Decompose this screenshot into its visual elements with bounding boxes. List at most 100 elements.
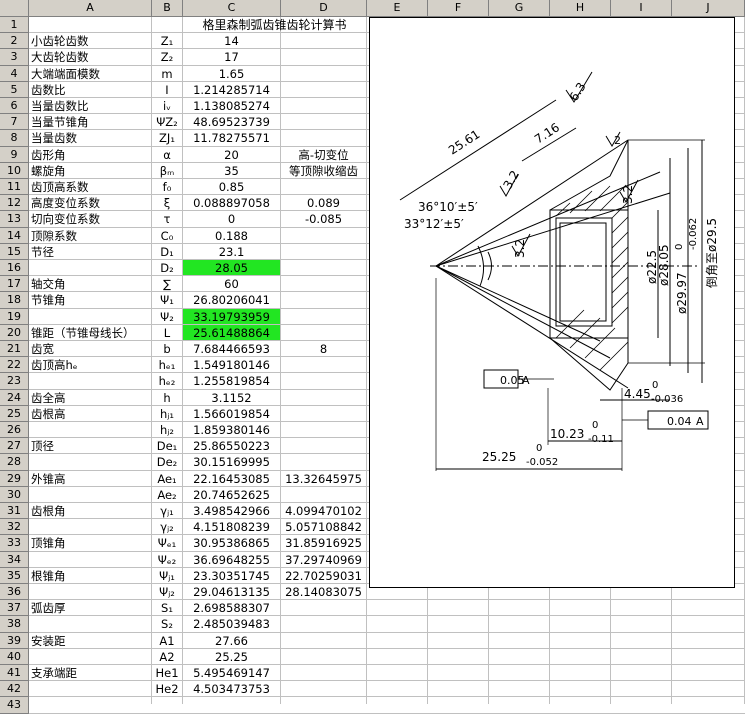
column-header-h[interactable]: H (550, 0, 611, 17)
cell-c[interactable]: 48.69523739 (193, 115, 270, 130)
cell-a[interactable]: 大端端面模数 (31, 66, 100, 81)
cell-c[interactable]: 25.61488864 (193, 325, 270, 340)
cell-c[interactable]: 26.80206041 (193, 293, 270, 308)
cell-c[interactable]: 1.65 (218, 66, 245, 81)
cell-d[interactable] (281, 390, 366, 406)
cell-d[interactable]: 等顶隙收缩齿 (289, 163, 358, 178)
cell-b[interactable]: Ψⱼ₂ (159, 585, 175, 599)
cell-c[interactable]: 28.05 (215, 261, 248, 275)
cell-a[interactable]: 当量齿数比 (31, 99, 89, 113)
row-header[interactable]: 30 (0, 486, 29, 503)
cell-d[interactable] (281, 454, 366, 470)
cell-c[interactable]: 35 (224, 163, 239, 178)
cell-c[interactable]: 0.088897058 (193, 196, 270, 211)
cell-b[interactable]: hₑ₁ (158, 358, 176, 373)
row-header[interactable]: 1 (0, 17, 29, 34)
cell-c[interactable]: 25.25 (215, 649, 248, 664)
cell-c[interactable] (183, 697, 280, 713)
row-header[interactable]: 17 (0, 276, 29, 293)
column-header-b[interactable]: B (152, 0, 183, 17)
cell-c[interactable]: 11.78275571 (193, 131, 270, 146)
cell-b[interactable] (152, 17, 182, 33)
cell-c[interactable]: 20.74652625 (193, 487, 270, 502)
row-header[interactable]: 3 (0, 49, 29, 66)
cell-b[interactable]: f₀ (162, 180, 172, 194)
cell-d[interactable] (281, 325, 366, 341)
cell-a[interactable]: 齿数比 (31, 82, 66, 97)
row-header[interactable]: 7 (0, 114, 29, 131)
cell-a[interactable]: 螺旋角 (31, 163, 66, 178)
row-header[interactable]: 11 (0, 179, 29, 196)
cell-b[interactable]: γⱼ₂ (160, 520, 174, 535)
cell-c[interactable]: 0.188 (215, 228, 248, 243)
cell-c[interactable]: 2.698588307 (193, 601, 270, 616)
cell-b[interactable]: Ψ₁ (160, 293, 174, 308)
select-all-corner[interactable] (0, 0, 29, 17)
cell-c[interactable]: 1.566019854 (193, 406, 270, 421)
row-header[interactable]: 16 (0, 260, 29, 277)
cell-c[interactable]: 1.214285714 (193, 82, 270, 97)
cell-d[interactable]: 8 (319, 342, 328, 356)
cell-b[interactable]: D₁ (160, 244, 174, 259)
cell-c[interactable]: 33.19793959 (193, 309, 270, 324)
cell-b[interactable]: C₀ (160, 228, 174, 243)
cell-a[interactable]: 齿全高 (31, 390, 66, 405)
cell-c[interactable]: 27.66 (215, 633, 248, 648)
cell-a[interactable]: 当量齿数 (31, 131, 77, 146)
cell-d[interactable] (281, 49, 366, 65)
cell-c[interactable]: 1.138085274 (193, 99, 270, 113)
cell-a[interactable]: 高度变位系数 (31, 196, 100, 211)
cell-d[interactable] (281, 82, 366, 98)
cell-a[interactable]: 锥距（节锥母线长） (31, 325, 135, 340)
row-header[interactable]: 37 (0, 600, 29, 617)
column-header-f[interactable]: F (428, 0, 489, 17)
cell-b[interactable]: Ψ₂ (160, 309, 174, 324)
cell-b[interactable]: iᵥ (163, 99, 171, 113)
cell-d[interactable] (281, 260, 366, 276)
cell-d[interactable] (281, 649, 366, 665)
cell-a[interactable]: 齿顶高hₑ (31, 358, 78, 373)
row-header[interactable]: 41 (0, 665, 29, 682)
row-header[interactable]: 32 (0, 519, 29, 536)
row-header[interactable]: 8 (0, 130, 29, 147)
column-header-e[interactable]: E (367, 0, 428, 17)
cell-d[interactable] (281, 373, 366, 389)
cell-d[interactable]: 37.29740969 (285, 552, 362, 567)
cell-a[interactable]: 当量节锥角 (31, 115, 89, 130)
row-header[interactable]: 12 (0, 195, 29, 212)
cell-d[interactable] (281, 681, 366, 697)
cell-c[interactable]: 7.684466593 (193, 342, 270, 356)
cell-b[interactable]: ΨZ₂ (156, 115, 178, 130)
cell-c[interactable]: 30.15169995 (193, 455, 270, 470)
cell-b[interactable]: hₑ₂ (158, 374, 176, 389)
row-header[interactable]: 28 (0, 454, 29, 471)
row-header[interactable]: 6 (0, 98, 29, 115)
cell-a[interactable]: 顶锥角 (31, 536, 66, 551)
cell-b[interactable]: De₁ (156, 439, 178, 454)
cell-b[interactable]: S₂ (161, 617, 173, 632)
column-header-i[interactable]: I (611, 0, 672, 17)
cell-a[interactable]: 安装距 (31, 633, 66, 648)
cell-d[interactable] (281, 66, 366, 82)
cell-b[interactable]: De₂ (156, 455, 178, 470)
cell-a[interactable]: 外锥高 (31, 471, 66, 486)
cell-d[interactable] (281, 130, 366, 146)
cell-d[interactable]: -0.085 (304, 212, 343, 227)
row-header[interactable]: 42 (0, 681, 29, 698)
cell-b[interactable]: I (165, 82, 169, 97)
cell-d[interactable] (281, 98, 366, 114)
cell-a[interactable]: 小齿轮齿数 (31, 34, 89, 49)
cell-d[interactable] (281, 616, 366, 632)
cell-c[interactable]: 1.859380146 (193, 423, 270, 437)
row-header[interactable]: 21 (0, 341, 29, 358)
cell-b[interactable]: A2 (159, 649, 175, 664)
cell-c[interactable]: 4.503473753 (193, 682, 270, 697)
cell-b[interactable]: Z₂ (160, 50, 174, 65)
cell-c[interactable]: 20 (224, 147, 239, 162)
cell-c[interactable]: 30.95386865 (193, 536, 270, 551)
cell-b[interactable]: He2 (155, 682, 179, 697)
cell-c[interactable]: 4.151808239 (193, 520, 270, 535)
cell-d[interactable] (281, 422, 366, 438)
cell-c[interactable]: 1.255819854 (193, 374, 270, 389)
cell-d[interactable] (281, 633, 366, 649)
